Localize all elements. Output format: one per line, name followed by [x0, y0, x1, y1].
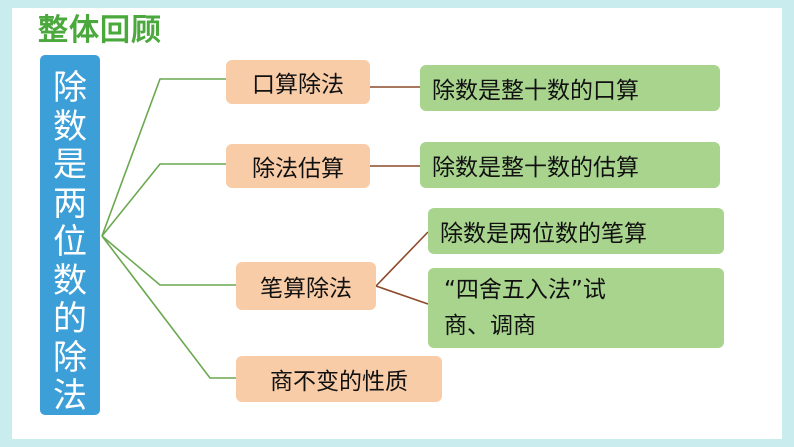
- right-border: [784, 0, 794, 447]
- root-char: 数: [53, 106, 87, 147]
- leaf-oral-calc: 除数是整十数的口算: [420, 65, 720, 111]
- connector-root-b1: [101, 78, 226, 237]
- connector-root-b4: [101, 235, 236, 379]
- root-node: 除 数 是 两 位 数 的 除 法: [40, 55, 100, 415]
- branch-quotient-property: 商不变的性质: [236, 356, 442, 402]
- branch-oral-division: 口算除法: [226, 60, 370, 104]
- connector-root-b3: [101, 235, 236, 286]
- leaf-rounding-method: “四舍五入法”试 商、调商: [428, 268, 724, 348]
- connector-root-b2: [101, 163, 226, 237]
- leaf-estimation: 除数是整十数的估算: [420, 142, 720, 188]
- root-char: 的: [53, 299, 87, 339]
- root-char: 除: [53, 68, 87, 108]
- root-char: 除: [53, 337, 87, 378]
- root-char: 数: [53, 260, 87, 301]
- leaf-written-calc: 除数是两位数的笔算: [428, 208, 724, 254]
- root-char: 是: [53, 145, 87, 185]
- page-title: 整体回顾: [38, 13, 162, 48]
- branch-written-division: 笔算除法: [236, 262, 376, 310]
- root-char: 法: [53, 376, 87, 416]
- connector-b3-l4: [375, 285, 429, 305]
- root-char: 两: [53, 183, 87, 224]
- leaf-rounding-line1: “四舍五入法”试: [444, 277, 606, 303]
- root-char: 位: [53, 222, 87, 262]
- branch-estimation: 除法估算: [226, 144, 370, 188]
- leaf-rounding-line2: 商、调商: [444, 313, 536, 339]
- connector-b3-l3: [375, 231, 429, 287]
